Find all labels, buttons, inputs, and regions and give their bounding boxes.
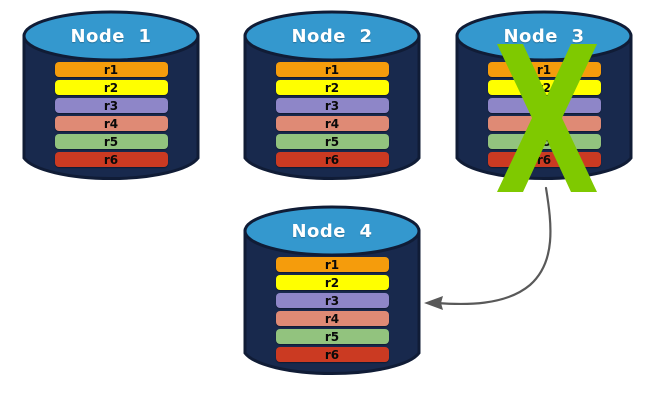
node-2-row-r4[interactable]: r4 xyxy=(275,116,389,131)
node-4-row-r2[interactable]: r2 xyxy=(275,275,389,290)
node-4-row-r1[interactable]: r1 xyxy=(275,257,389,272)
row-label: r6 xyxy=(324,347,340,362)
row-label: r6 xyxy=(324,152,340,167)
node-4-row-r3[interactable]: r3 xyxy=(275,293,389,308)
row-label: r2 xyxy=(103,80,119,95)
row-label: r3 xyxy=(103,98,119,113)
node-1-row-r2[interactable]: r2 xyxy=(54,80,168,95)
node-2-row-r3[interactable]: r3 xyxy=(275,98,389,113)
row-label: r2 xyxy=(324,275,340,290)
row-label: r4 xyxy=(103,116,119,131)
row-label: r5 xyxy=(324,329,340,344)
row-label: r2 xyxy=(324,80,340,95)
node-1[interactable]: Node 1 r1 r2 r3 r4 r5 r6 xyxy=(22,10,200,188)
node-2-row-r2[interactable]: r2 xyxy=(275,80,389,95)
row-label: r1 xyxy=(103,62,119,77)
node-1-row-r6[interactable]: r6 xyxy=(54,152,168,167)
node-2-row-r6[interactable]: r6 xyxy=(275,152,389,167)
node-1-row-r5[interactable]: r5 xyxy=(54,134,168,149)
node-2[interactable]: Node 2 r1 r2 r3 r4 r5 r6 xyxy=(243,10,421,188)
node-1-row-r3[interactable]: r3 xyxy=(54,98,168,113)
node-2-rows: r1 r2 r3 r4 r5 r6 xyxy=(243,62,421,167)
node-2-row-r5[interactable]: r5 xyxy=(275,134,389,149)
row-label: r1 xyxy=(324,62,340,77)
node-1-row-r1[interactable]: r1 xyxy=(54,62,168,77)
node-1-rows: r1 r2 r3 r4 r5 r6 xyxy=(22,62,200,167)
row-label: r6 xyxy=(103,152,119,167)
row-label: r4 xyxy=(324,116,340,131)
node-4-rows: r1 r2 r3 r4 r5 r6 xyxy=(243,257,421,362)
row-label: r1 xyxy=(324,257,340,272)
node-4-row-r4[interactable]: r4 xyxy=(275,311,389,326)
node-1-row-r4[interactable]: r4 xyxy=(54,116,168,131)
row-label: r5 xyxy=(324,134,340,149)
row-label: r4 xyxy=(324,311,340,326)
node-4-row-r5[interactable]: r5 xyxy=(275,329,389,344)
node-4-row-r6[interactable]: r6 xyxy=(275,347,389,362)
node-2-row-r1[interactable]: r1 xyxy=(275,62,389,77)
row-label: r3 xyxy=(324,293,340,308)
row-label: r5 xyxy=(103,134,119,149)
row-label: r3 xyxy=(324,98,340,113)
